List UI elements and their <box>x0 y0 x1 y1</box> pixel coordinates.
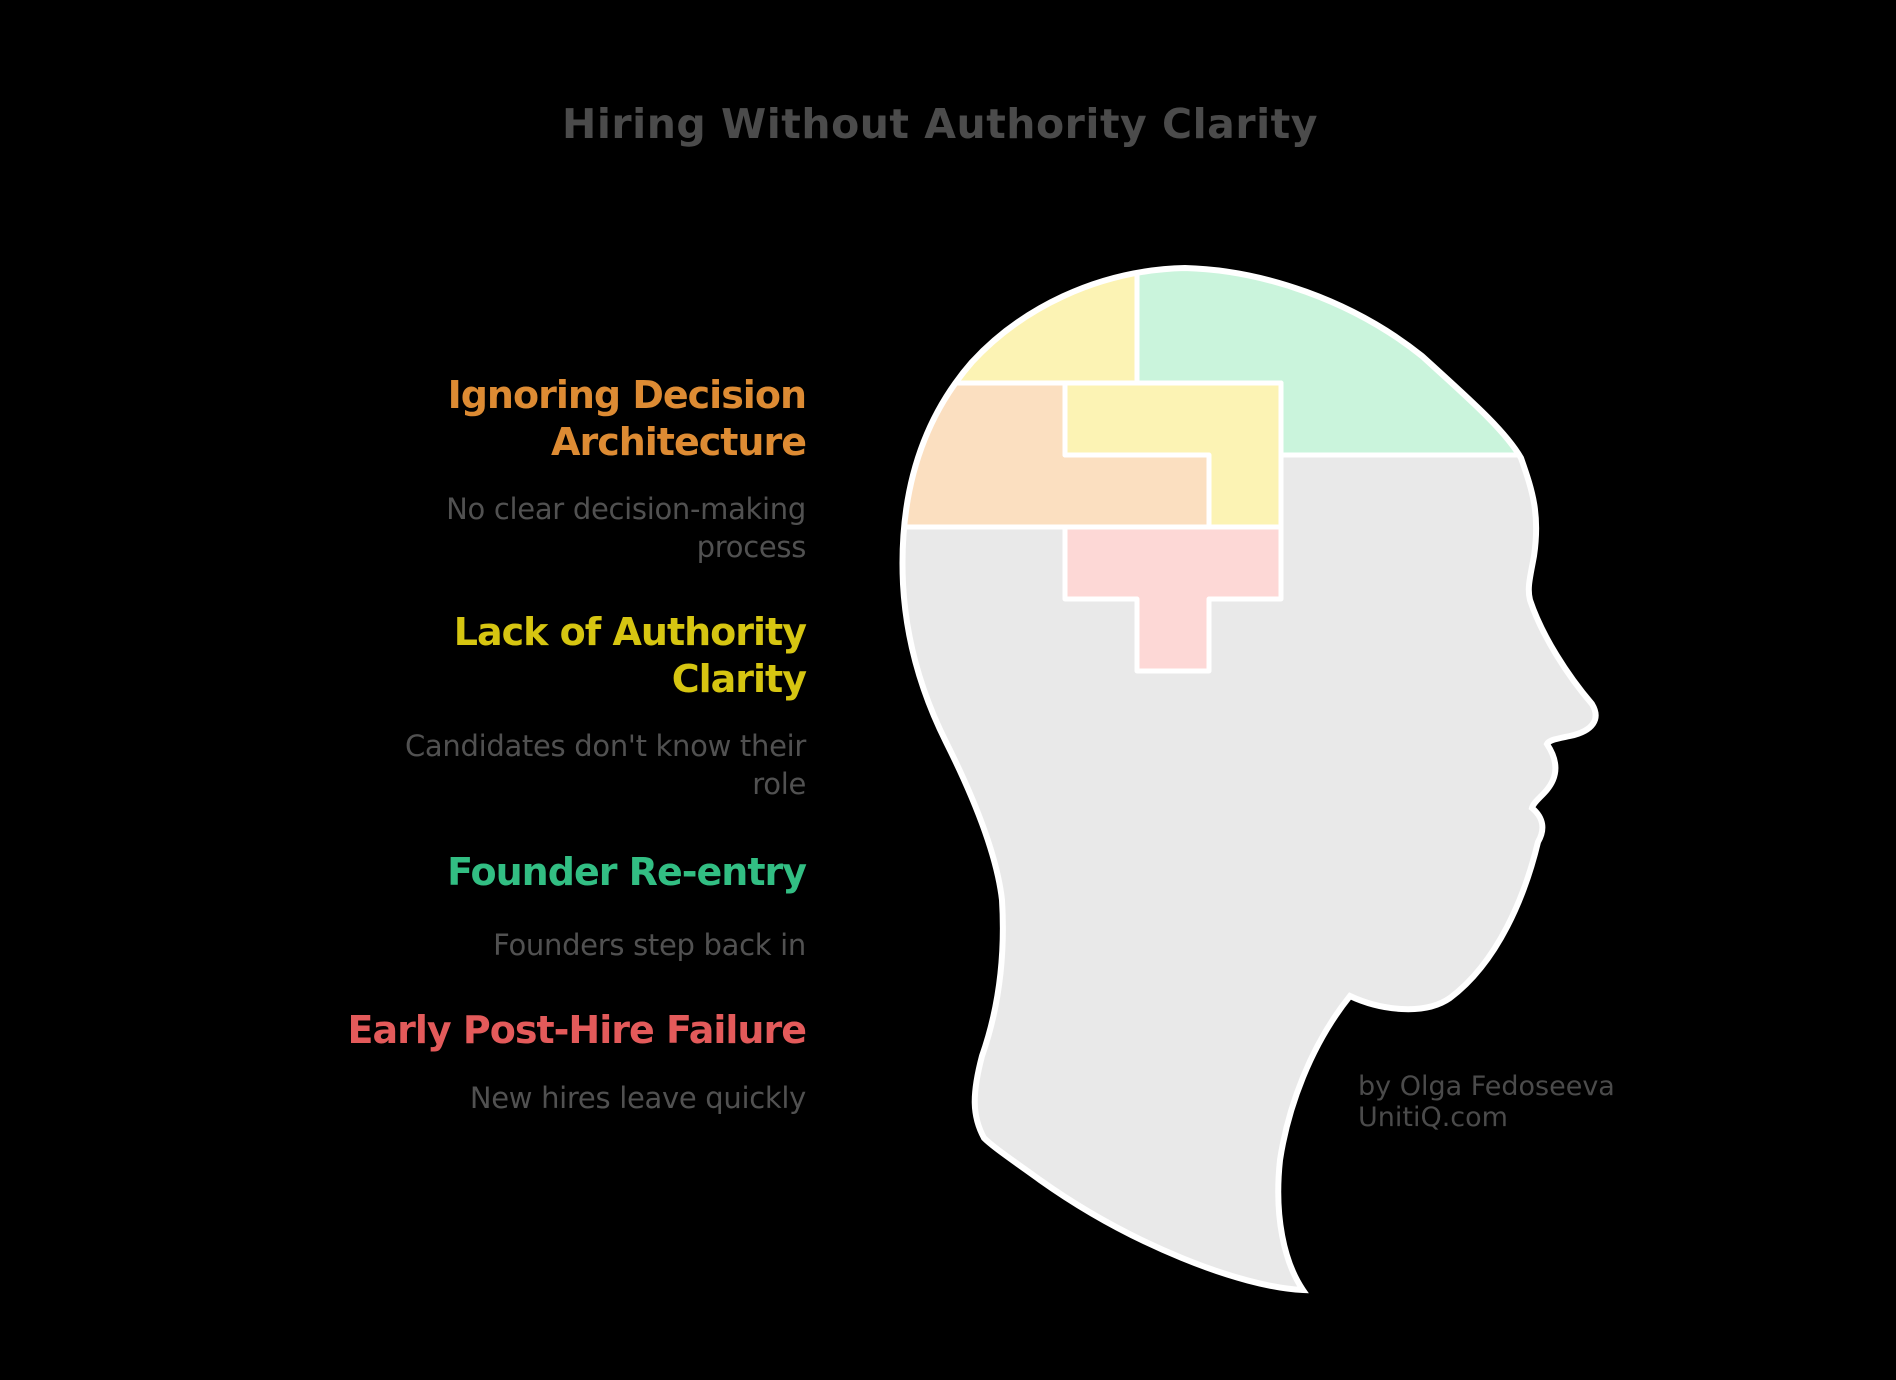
item-heading-ignoring-decision-architecture: Ignoring Decision Architecture <box>447 373 807 464</box>
item-heading-founder-re-entry: Founder Re-entry <box>447 850 807 894</box>
item-heading-early-post-hire-failure: Early Post-Hire Failure <box>347 1008 807 1052</box>
author-credit: by Olga Fedoseeva UnitiQ.com <box>1358 1071 1615 1133</box>
page-title: Hiring Without Authority Clarity <box>562 100 1318 148</box>
item-description-early-post-hire-failure: New hires leave quickly <box>469 1081 806 1115</box>
author-credit-line2: UnitiQ.com <box>1358 1102 1508 1133</box>
item-description-ignoring-decision-architecture: No clear decision-making process <box>446 492 806 564</box>
puzzle-piece-yellow-top-left <box>902 268 1140 386</box>
author-credit-line1: by Olga Fedoseeva <box>1358 1071 1615 1102</box>
puzzle-piece-pink-post-hire-failure <box>1062 524 1284 674</box>
item-description-founder-re-entry: Founders step back in <box>493 928 806 962</box>
item-description-lack-of-authority-clarity: Candidates don't know their role <box>404 729 806 801</box>
head-outline <box>899 264 1599 1294</box>
item-heading-lack-of-authority-clarity: Lack of Authority Clarity <box>453 610 807 701</box>
